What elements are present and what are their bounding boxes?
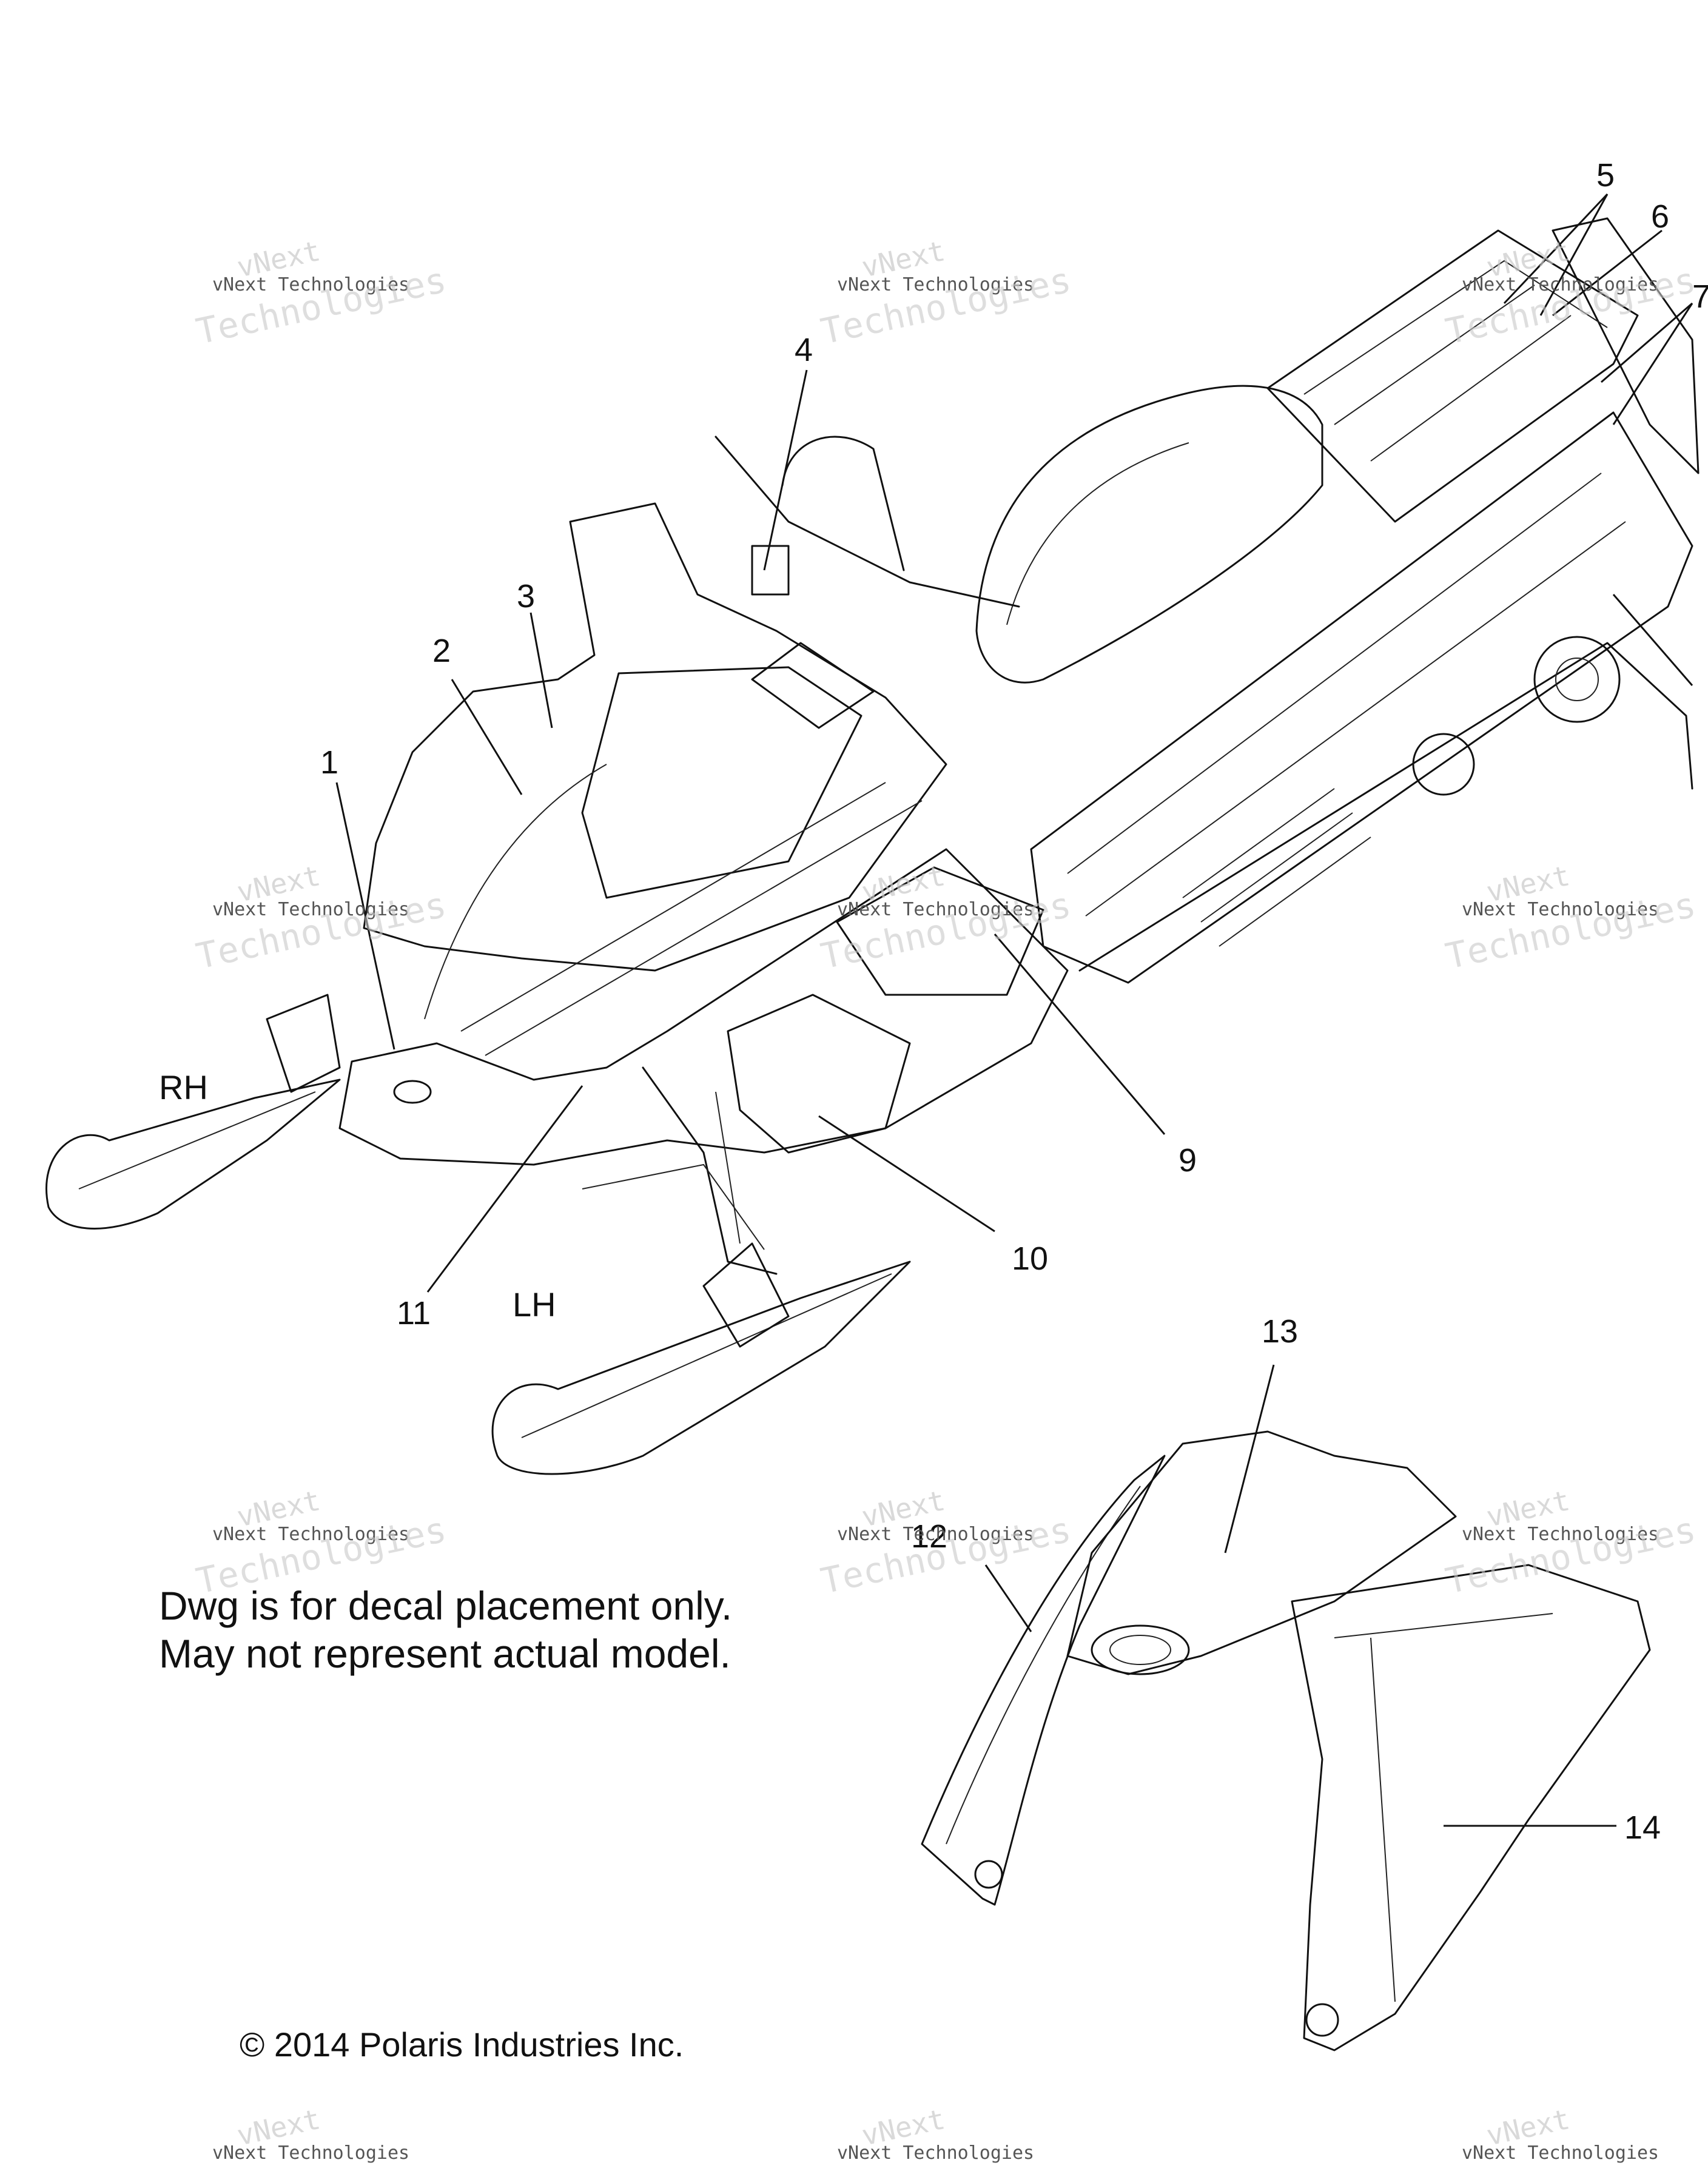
handlebar [714, 436, 1020, 608]
callout-11: 11 [397, 1295, 431, 1331]
rear-rack [1266, 217, 1700, 523]
drawing-note-line-1: Dwg is for decal placement only. [159, 1583, 733, 1628]
left-hand-label: LH [513, 1285, 556, 1324]
tunnel-track [1030, 411, 1693, 984]
callout-1: 1 [320, 744, 339, 781]
left-ski [491, 1242, 911, 1475]
callout-14: 14 [1624, 1809, 1661, 1846]
copyright-notice: © 2014 Polaris Industries Inc. [240, 2025, 684, 2064]
side-panel-right [1291, 1564, 1651, 2051]
callout-2: 2 [432, 633, 451, 669]
front-suspension [582, 1066, 778, 1275]
hood [338, 502, 1069, 1166]
callout-10: 10 [1012, 1240, 1049, 1277]
side-panel-left [921, 1455, 1166, 1906]
callout-5: 5 [1596, 157, 1615, 194]
callout-4: 4 [795, 332, 813, 368]
callout-13: 13 [1262, 1313, 1299, 1350]
callout-6: 6 [1651, 198, 1670, 235]
leader-lines [335, 193, 1693, 1827]
drawing-note: Dwg is for decal placement only. May not… [159, 1582, 732, 1678]
seat [975, 385, 1323, 684]
right-hand-label: RH [159, 1068, 208, 1106]
side-panel-top [1066, 1430, 1457, 1675]
callout-12: 12 [911, 1518, 948, 1555]
callout-3: 3 [517, 578, 536, 614]
right-ski [45, 994, 341, 1230]
callout-7: 7 [1692, 278, 1708, 315]
footrest [1182, 788, 1371, 947]
drawing-note-line-2: May not represent actual model. [159, 1631, 731, 1677]
callout-9: 9 [1178, 1142, 1197, 1179]
